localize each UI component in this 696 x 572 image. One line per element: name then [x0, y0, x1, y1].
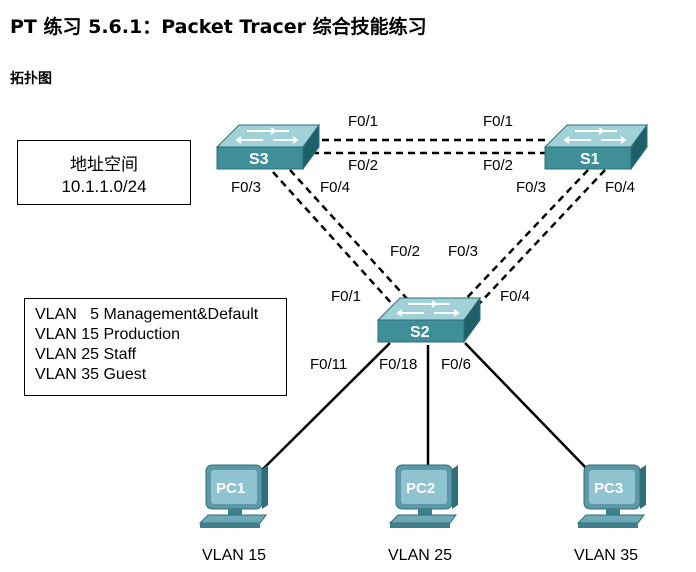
pc1-label: PC1	[216, 480, 245, 497]
link-s3-s2-f04	[289, 169, 411, 303]
port-label: F0/2	[483, 157, 513, 174]
port-label: F0/11	[310, 356, 347, 373]
port-label: F0/4	[605, 179, 635, 196]
vlan-legend-line: VLAN 15 Production	[35, 326, 180, 343]
vlan-legend-line: VLAN 35 Guest	[35, 366, 147, 383]
switch-s3-label: S3	[249, 151, 269, 168]
port-label: F0/1	[331, 288, 361, 305]
pc2-vlan-label: VLAN 25	[388, 547, 452, 564]
link-s2-pc1	[261, 342, 391, 471]
address-space-label: 地址空间	[70, 155, 138, 175]
pc1-vlan-label: VLAN 15	[202, 547, 266, 564]
link-s3-s2-f03	[272, 171, 394, 306]
port-label: F0/4	[320, 179, 350, 196]
pc3-label: PC3	[594, 480, 623, 497]
vlan-legend-line: VLAN 25 Staff	[35, 346, 137, 363]
address-space-box: 地址空间 10.1.1.0/24	[17, 140, 191, 205]
switch-s2[interactable]: S2	[377, 297, 481, 343]
trunk-links	[272, 138, 606, 306]
link-s1-s2-f03	[461, 169, 589, 304]
port-label: F0/1	[483, 113, 513, 130]
switch-s2-label: S2	[410, 324, 430, 341]
port-label: F0/4	[500, 288, 530, 305]
page-title: PT 练习 5.6.1：Packet Tracer 综合技能练习	[10, 16, 427, 38]
access-links	[261, 342, 589, 471]
port-label: F0/3	[448, 243, 478, 260]
pc2-label: PC2	[406, 480, 435, 497]
section-subtitle: 拓扑图	[10, 71, 52, 87]
port-label: F0/2	[390, 243, 420, 260]
link-s2-pc3	[464, 342, 589, 471]
port-label: F0/18	[379, 356, 417, 373]
pc3[interactable]: PC3	[577, 464, 647, 529]
pc3-vlan-label: VLAN 35	[574, 547, 638, 564]
vlan-legend-line: VLAN 5 Management&Default	[35, 306, 259, 323]
switch-s1-label: S1	[580, 151, 600, 168]
pc1[interactable]: PC1	[199, 464, 269, 529]
port-label: F0/1	[348, 113, 378, 130]
switch-s1[interactable]: S1	[544, 124, 648, 170]
port-label: F0/3	[516, 179, 546, 196]
address-space-value: 10.1.1.0/24	[61, 177, 147, 196]
switch-s3[interactable]: S3	[216, 124, 320, 170]
port-label: F0/2	[348, 157, 378, 174]
pc2[interactable]: PC2	[389, 464, 459, 529]
port-label: F0/6	[441, 356, 471, 373]
link-s1-s2-f04	[477, 169, 606, 306]
port-label: F0/3	[231, 179, 261, 196]
vlan-legend-box: VLAN 5 Management&Default VLAN 15 Produc…	[24, 298, 287, 396]
